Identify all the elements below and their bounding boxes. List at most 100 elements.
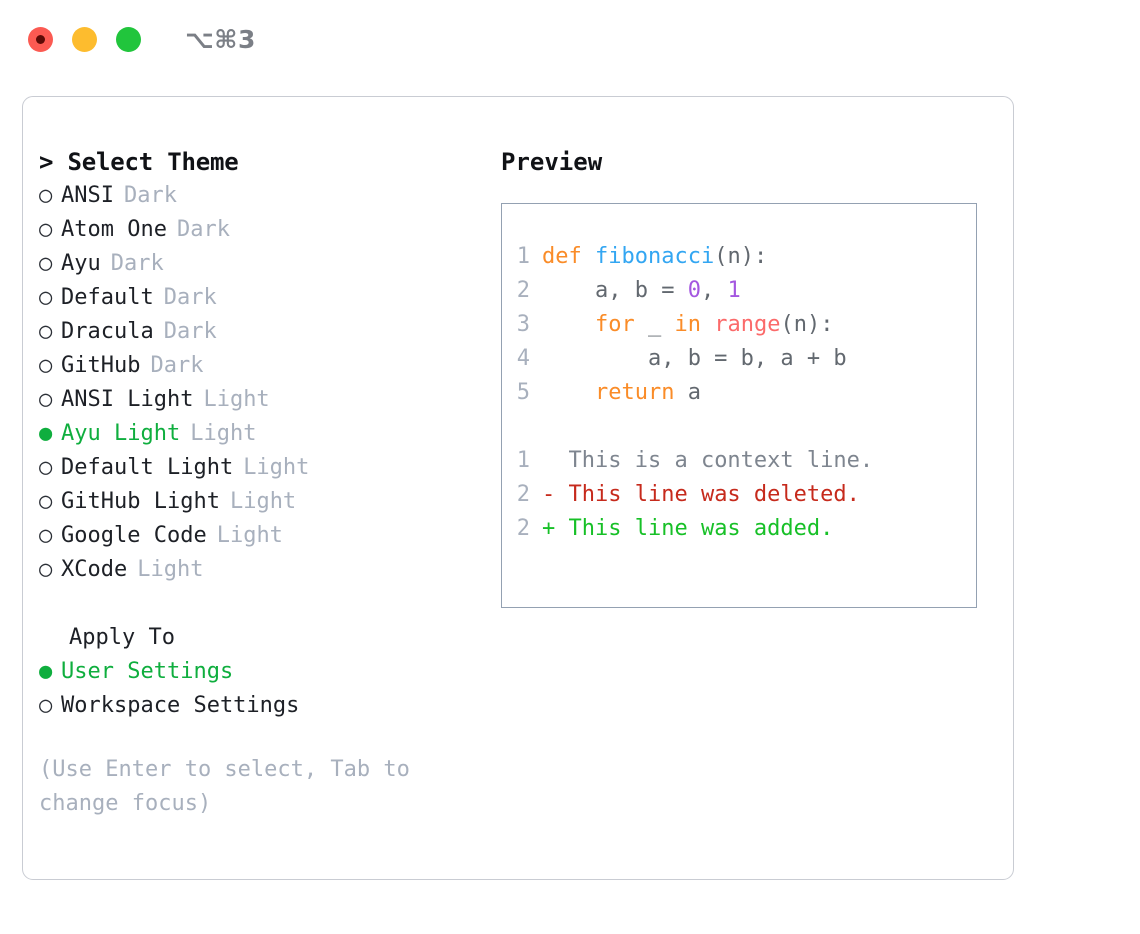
radio-unselected-icon: ○ [39, 183, 53, 208]
theme-option-ayu-light[interactable]: ● Ayu Light Light [39, 417, 493, 451]
theme-option-kind: Light [229, 489, 297, 514]
minimize-button[interactable] [72, 26, 97, 52]
code-diff-gap [502, 410, 976, 444]
line-number: 1 [516, 448, 530, 473]
code-line-content: return a [542, 376, 701, 410]
theme-option-kind: Light [137, 557, 204, 582]
radio-unselected-icon: ○ [39, 557, 53, 582]
theme-option-label: Default Light [61, 455, 234, 480]
radio-selected-icon: ● [39, 421, 53, 446]
close-button[interactable] [28, 26, 53, 52]
theme-option-kind: Light [216, 523, 283, 548]
theme-option-xcode[interactable]: ○ XCode Light [39, 553, 493, 587]
apply-to-option-workspace-settings[interactable]: ○ Workspace Settings [39, 689, 493, 723]
theme-option-kind: Dark [163, 285, 217, 310]
recording-indicator-icon [36, 34, 45, 44]
code-token-txt: , [700, 278, 728, 303]
code-line-content: a, b = b, a + b [542, 342, 847, 376]
theme-option-default[interactable]: ○ Default Dark [39, 281, 493, 315]
theme-option-label: Dracula [61, 319, 154, 344]
theme-option-label: ANSI Light [61, 387, 194, 412]
code-line: 2 a, b = 0, 1 [502, 274, 976, 308]
code-token-num: 0 [687, 278, 701, 303]
theme-option-label: Ayu Light [61, 421, 181, 446]
theme-option-label: GitHub [61, 353, 141, 378]
code-token-punc: (n): [714, 244, 768, 269]
theme-option-ansi[interactable]: ○ ANSI Dark [39, 179, 493, 213]
diff-line-add: 2+ This line was added. [502, 512, 976, 546]
code-token-txt: a [674, 380, 701, 405]
code-token-num: 1 [727, 278, 741, 303]
diff-line-content: - This line was deleted. [542, 478, 860, 512]
radio-unselected-icon: ○ [39, 693, 53, 718]
radio-unselected-icon: ○ [39, 489, 53, 514]
line-number: 4 [516, 346, 530, 371]
code-line-content: def fibonacci(n): [542, 240, 767, 274]
theme-option-kind: Dark [150, 353, 204, 378]
code-line: 4 a, b = b, a + b [502, 342, 976, 376]
diff-text: This line was added. [555, 516, 834, 541]
theme-option-label: ANSI [61, 183, 114, 208]
radio-unselected-icon: ○ [39, 387, 53, 412]
theme-option-default-light[interactable]: ○ Default Light Light [39, 451, 493, 485]
title-bar: ⌥⌘3 [0, 0, 1140, 78]
radio-unselected-icon: ○ [39, 455, 53, 480]
diff-text: This line was deleted. [555, 482, 860, 507]
maximize-button[interactable] [116, 26, 141, 52]
theme-option-kind: Dark [110, 251, 164, 276]
theme-option-kind: Dark [176, 217, 230, 242]
theme-option-kind: Dark [123, 183, 177, 208]
code-line-content: for _ in range(n): [542, 308, 833, 342]
apply-to-list: ●User Settings ○ Workspace Settings [39, 655, 493, 723]
apply-to-option-label: User Settings [61, 659, 234, 684]
line-number: 2 [516, 482, 530, 507]
code-token-txt [542, 312, 595, 337]
code-token-kw: in [674, 312, 701, 337]
line-number: 2 [516, 278, 530, 303]
code-line: 5 return a [502, 376, 976, 410]
shortcut-label: ⌥⌘3 [185, 24, 256, 54]
code-token-txt [701, 312, 714, 337]
theme-option-kind: Light [203, 387, 270, 412]
theme-option-github-light[interactable]: ○ GitHub Light Light [39, 485, 493, 519]
code-token-txt: a, b = b, a + b [542, 346, 847, 371]
radio-unselected-icon: ○ [39, 523, 53, 548]
theme-option-label: GitHub Light [61, 489, 220, 514]
theme-option-label: XCode [61, 557, 128, 582]
diff-text: This is a context line. [555, 448, 874, 473]
diff-marker [542, 448, 555, 473]
theme-option-label: Atom One [61, 217, 167, 242]
code-token-kw: for [594, 312, 635, 337]
theme-option-label: Ayu [61, 251, 101, 276]
theme-option-kind: Light [190, 421, 257, 446]
diff-marker: + [542, 516, 556, 541]
list-spacer [39, 587, 493, 621]
code-token-txt: _ [634, 312, 675, 337]
theme-option-atom-one[interactable]: ○ Atom One Dark [39, 213, 493, 247]
apply-to-option-label: Workspace Settings [61, 693, 300, 718]
apply-to-option-user-settings[interactable]: ●User Settings [39, 655, 493, 689]
radio-unselected-icon: ○ [39, 285, 53, 310]
radio-unselected-icon: ○ [39, 217, 53, 242]
theme-option-label: Default [61, 285, 154, 310]
code-token-kw: return [594, 380, 675, 405]
apply-to-header: Apply To [69, 625, 175, 650]
theme-option-ansi-light[interactable]: ○ ANSI Light Light [39, 383, 493, 417]
diff-marker: - [542, 482, 556, 507]
code-token-txt: a, b = [542, 278, 688, 303]
code-token-fn: fibonacci [594, 244, 715, 269]
theme-option-kind: Light [243, 455, 310, 480]
line-number: 3 [516, 312, 530, 337]
